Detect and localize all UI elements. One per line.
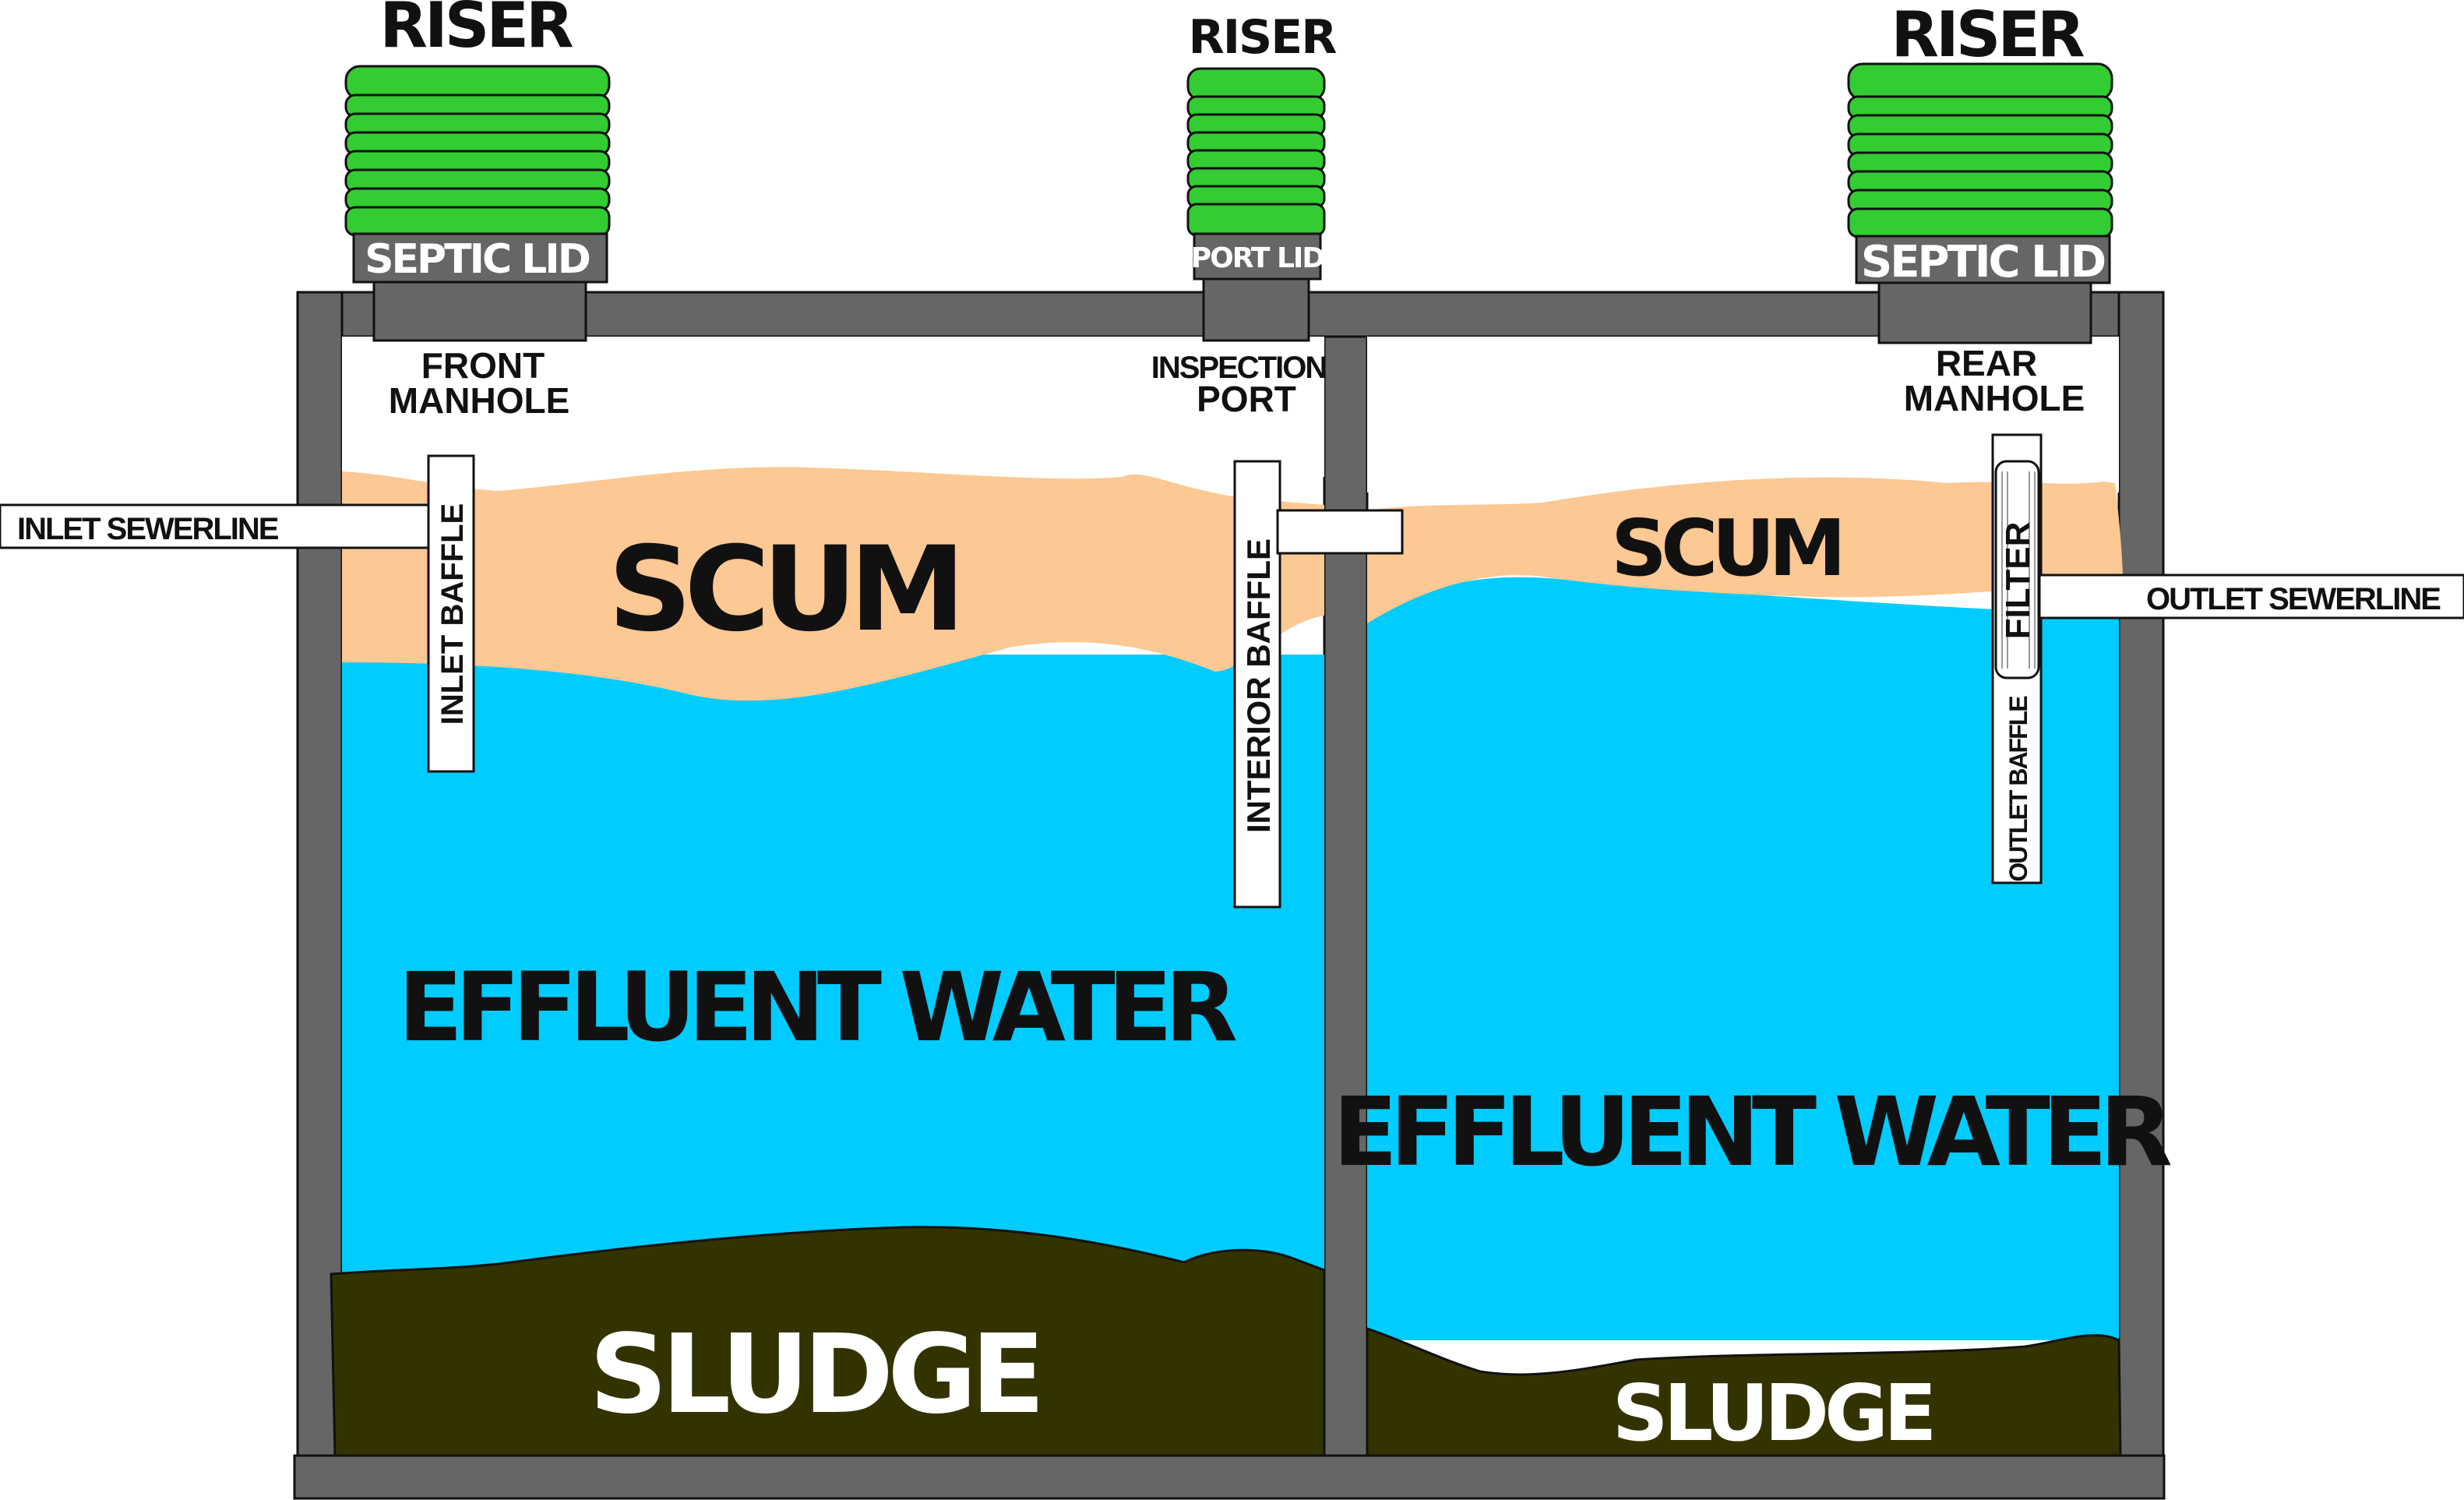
rear-septic-lid bbox=[1855, 235, 2111, 284]
left-sludge bbox=[330, 1226, 1326, 1457]
effluent-filter bbox=[1994, 460, 2040, 679]
sludge-right-label: SLUDGE bbox=[1613, 1368, 1933, 1459]
rear-manhole-label-1: REAR bbox=[1936, 343, 2037, 383]
scum-right-label: SCUM bbox=[1611, 503, 1840, 594]
front-manhole-label-1: FRONT bbox=[421, 345, 545, 386]
left-chamber bbox=[330, 337, 1326, 1457]
interior-baffle-label: INTERIOR BAFFLE bbox=[1240, 538, 1277, 833]
port-lid bbox=[1193, 232, 1322, 281]
front-riser-label: RISER bbox=[379, 0, 573, 62]
rear-lid-label: SEPTIC LID bbox=[1861, 237, 2105, 288]
tank bbox=[293, 291, 2166, 1500]
tank-bottom-slab bbox=[293, 1454, 2166, 1500]
front-manhole-label-2: MANHOLE bbox=[389, 380, 570, 421]
filter-label: FILTER bbox=[1999, 522, 2037, 640]
rear-riser-label: RISER bbox=[1891, 0, 2084, 71]
middle-riser bbox=[1186, 67, 1326, 237]
port-lid-label: PORT LID bbox=[1191, 242, 1324, 274]
front-manhole-neck bbox=[372, 275, 587, 342]
inlet-baffle-label: INLET BAFFLE bbox=[435, 503, 470, 725]
front-riser bbox=[344, 65, 611, 237]
right-sludge bbox=[1366, 1326, 2122, 1457]
outlet-sewerline-label: OUTLET SEWERLINE bbox=[2146, 582, 2441, 616]
inspection-port-neck bbox=[1202, 275, 1310, 342]
front-lid-label: SEPTIC LID bbox=[365, 236, 590, 283]
manhole-necks bbox=[372, 275, 2092, 344]
left-scum bbox=[342, 467, 1324, 701]
lids bbox=[352, 232, 2111, 284]
rear-manhole-neck bbox=[1877, 279, 2092, 344]
rear-riser bbox=[1847, 62, 2113, 238]
right-water bbox=[1367, 577, 2119, 1340]
outlet-baffle-label: OUTLET BAFFLE bbox=[2004, 696, 2032, 882]
inlet-sewerline-label: INLET SEWERLINE bbox=[17, 512, 279, 546]
sludge-left-label: SLUDGE bbox=[589, 1311, 1039, 1438]
right-scum bbox=[1367, 477, 2123, 623]
filter-ribs bbox=[2001, 471, 2036, 669]
effluent-water-right-label: EFFLUENT WATER bbox=[1333, 1077, 2171, 1188]
inspection-port-label-2: PORT bbox=[1197, 379, 1296, 419]
inlet-baffle bbox=[427, 454, 475, 773]
interior-baffle bbox=[1233, 460, 1281, 909]
pipes bbox=[0, 433, 2464, 909]
tank-right-wall bbox=[2117, 291, 2165, 1460]
interior-crossover-pipe bbox=[1276, 509, 1404, 555]
left-water bbox=[342, 655, 1324, 1286]
tank-left-wall bbox=[296, 291, 344, 1460]
front-septic-lid bbox=[352, 232, 608, 284]
rear-manhole-label-2: MANHOLE bbox=[1904, 378, 2085, 418]
inlet-sewerline-pipe bbox=[0, 503, 438, 549]
left-chamber-airspace bbox=[342, 337, 1324, 477]
tank-divider-wall bbox=[1323, 335, 1369, 1460]
effluent-water-left-label: EFFLUENT WATER bbox=[398, 952, 1236, 1063]
middle-riser-label: RISER bbox=[1189, 10, 1337, 65]
inspection-port-label-1: INSPECTION bbox=[1151, 351, 1327, 385]
scum-left-label: SCUM bbox=[608, 522, 957, 658]
